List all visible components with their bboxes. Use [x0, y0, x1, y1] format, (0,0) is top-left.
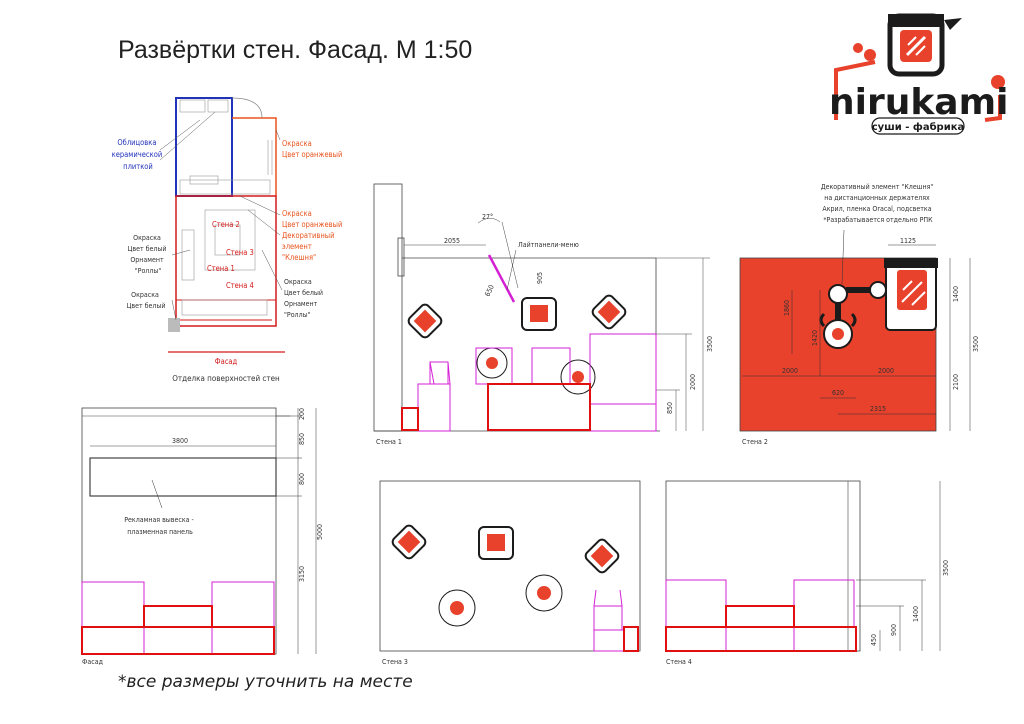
facade-elevation: 3800 200 850 800 5000 3150 Рекламная выв… [81, 407, 324, 666]
wall4-label: Стена 4 [666, 658, 692, 666]
wall1-dim-2000: 2000 [689, 374, 697, 390]
wall1-menu-note: Лайтпанели-меню [518, 241, 579, 249]
wall2-dim-2100: 2100 [952, 374, 960, 390]
plan-wall3-label: Стена 3 [226, 248, 254, 257]
wall2-dim-3500: 3500 [972, 336, 980, 352]
plan-facade-label: Фасад [215, 357, 238, 366]
plan-label-white-rolls-left: Окраска Цвет белый Орнамент "Роллы" [128, 234, 169, 275]
plan-label-orange: Окраска Цвет оранжевый [282, 139, 342, 159]
wall1-dim-850: 850 [666, 402, 674, 414]
wall1-label: Стена 1 [376, 438, 402, 446]
wall2-dim-1420: 1420 [811, 330, 819, 346]
wall4-dim-450: 450 [870, 634, 878, 646]
plan-label-white-rolls-right: Окраска Цвет белый Орнамент "Роллы" [284, 278, 325, 319]
plan-label-white: Окраска Цвет белый [127, 291, 166, 310]
wall2-label: Стена 2 [742, 438, 768, 446]
facade-dim-3800: 3800 [172, 437, 188, 445]
wall2-dim-1400: 1400 [952, 286, 960, 302]
wall2-dim-620: 620 [832, 389, 844, 397]
facade-dim-3150: 3150 [298, 566, 306, 582]
wall1-dim-3500: 3500 [706, 336, 714, 352]
wall4-elevation: 3500 1400 900 450 Стена 4 [665, 480, 950, 666]
wall1-dim-650: 650 [484, 284, 496, 298]
facade-dim-850: 850 [298, 433, 306, 445]
plan-wall1-label: Стена 1 [207, 264, 235, 273]
logo-brand-text: nirukami [829, 82, 1008, 123]
wall2-dim-2000-left: 2000 [782, 367, 798, 375]
wall2-dim-2315: 2315 [870, 405, 886, 413]
footnote: *все размеры уточнить на месте [118, 672, 413, 692]
facade-dim-200: 200 [298, 408, 306, 420]
plan-label-tile: Облицовка керамической плиткой [112, 138, 165, 171]
plan-label-orange-claw: Окраска Цвет оранжевый Декоративный элем… [282, 209, 344, 262]
facade-sign-note: Рекламная вывеска - плазменная панель [124, 516, 196, 536]
wall2-dim-1860: 1860 [783, 300, 791, 316]
wall4-dim-900: 900 [890, 624, 898, 636]
facade-dim-800: 800 [298, 473, 306, 485]
wall4-dim-3500: 3500 [942, 560, 950, 576]
wall1-dim-905: 905 [536, 272, 544, 284]
logo-tagline: суши - фабрика [872, 121, 965, 133]
wall4-dim-1400: 1400 [912, 606, 920, 622]
wall2-dim-1125: 1125 [900, 237, 916, 245]
wall3-elevation: Стена 3 [379, 480, 641, 666]
brand-logo: nirukami суши - фабрика [829, 13, 1008, 135]
floor-plan: Облицовка керамической плиткой Окраска Ц… [112, 97, 344, 383]
wall1-dim-2055: 2055 [444, 237, 460, 245]
wall1-elevation: 2055 27° Лайтпанели-меню 905 650 3500 20… [373, 183, 714, 446]
page-title: Развёртки стен. Фасад. М 1:50 [118, 36, 473, 64]
facade-dim-5000: 5000 [316, 524, 324, 540]
plan-wall4-label: Стена 4 [226, 281, 254, 290]
wall3-label: Стена 3 [382, 658, 408, 666]
plan-caption: Отделка поверхностей стен [172, 374, 280, 383]
wall1-dim-angle: 27° [482, 213, 493, 221]
wall2-note: Декоративный элемент "Клешня" на дистанц… [821, 183, 936, 224]
facade-label: Фасад [82, 658, 104, 666]
wall2-elevation: 1125 1400 1860 1420 3500 2100 2000 2000 … [739, 183, 980, 446]
wall2-dim-2000-right: 2000 [878, 367, 894, 375]
plan-wall2-label: Стена 2 [212, 220, 240, 229]
